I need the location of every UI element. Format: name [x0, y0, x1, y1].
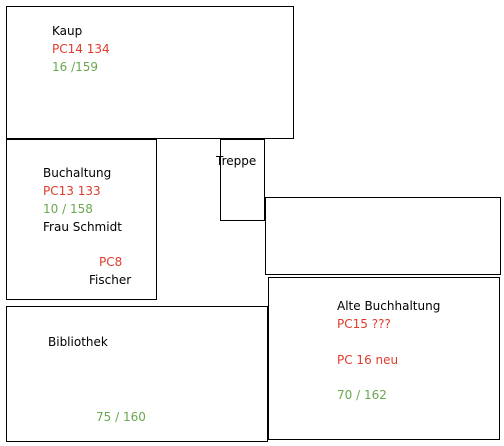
room-kaup-ratio: 16 /159 [52, 60, 99, 74]
room-buchhaltung-person2: Fischer [89, 273, 132, 287]
room-buchhaltung-pc2: PC8 [99, 255, 123, 269]
room-buchhaltung-ratio: 10 / 158 [43, 202, 93, 216]
room-treppe-name: Treppe [216, 154, 257, 168]
room-bibliothek [6, 306, 268, 442]
room-buchhaltung-person: Frau Schmidt [43, 220, 122, 234]
room-alte-buchhaltung-pc2: PC 16 neu [337, 353, 399, 367]
room-alte-buchhaltung-pc-line: PC15 ??? [337, 317, 391, 331]
room-bibliothek-name: Bibliothek [48, 335, 108, 349]
room-buchhaltung-pc-line: PC13 133 [43, 184, 101, 198]
room-alte-buchhaltung-name: Alte Buchhaltung [337, 299, 441, 313]
room-empty [265, 197, 501, 275]
room-treppe [220, 139, 265, 221]
room-buchhaltung-name: Buchaltung [43, 166, 112, 180]
room-alte-buchhaltung [268, 277, 500, 440]
room-kaup [6, 6, 294, 139]
room-bibliothek-ratio: 75 / 160 [96, 410, 146, 424]
room-buchhaltung [6, 139, 157, 300]
room-kaup-name: Kaup [52, 24, 83, 38]
room-kaup-pc-line: PC14 134 [52, 42, 110, 56]
room-alte-buchhaltung-ratio: 70 / 162 [337, 388, 387, 402]
